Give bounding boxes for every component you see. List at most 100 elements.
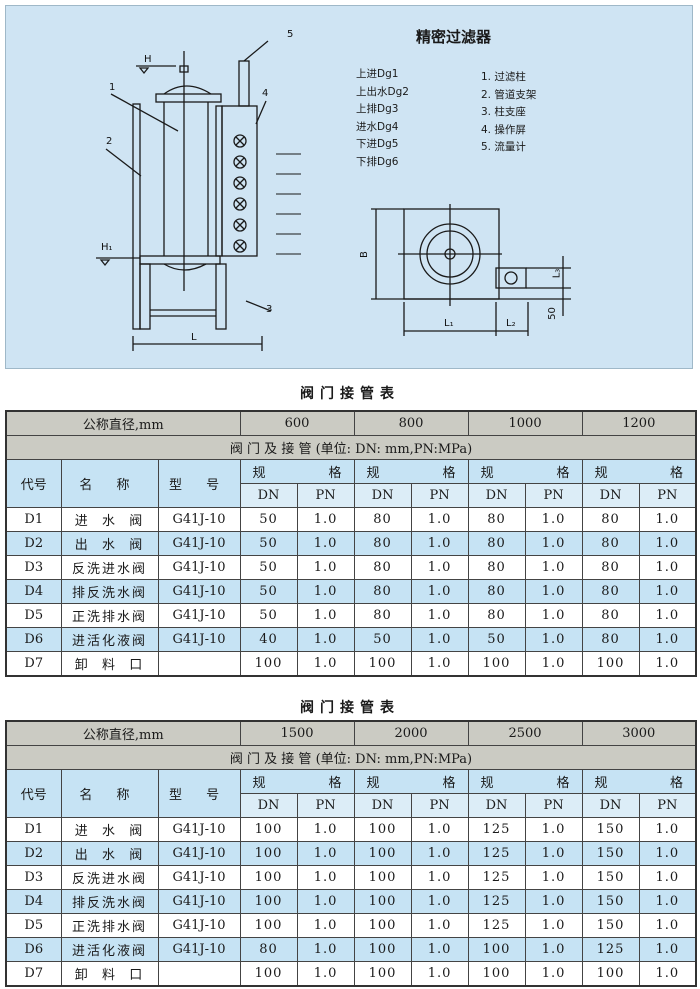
row-name: 进活化液阀 [60, 627, 159, 652]
dn-value: 125 [467, 817, 526, 842]
dn-value: 80 [467, 603, 526, 628]
pn-value: 1.0 [638, 651, 697, 677]
row-model: G41J-10 [157, 555, 241, 580]
diameter-value: 1000 [467, 410, 583, 436]
row-code: D1 [5, 507, 62, 532]
pn-value: 1.0 [524, 507, 583, 532]
dn-header: DN [581, 483, 640, 508]
pn-value: 1.0 [524, 865, 583, 890]
row-code: D2 [5, 531, 62, 556]
filter-drawing [96, 40, 571, 351]
dn-header: DN [353, 793, 412, 818]
pn-value: 1.0 [296, 913, 355, 938]
port-item: 上排Dg3 [356, 103, 399, 115]
dn-value: 80 [353, 507, 412, 532]
section-label: 阀 门 及 接 管 (单位: DN: mm,PN:MPa) [5, 745, 697, 770]
col-model: 型 号 [157, 459, 241, 508]
spec-header: 规格 [353, 769, 469, 794]
dn-value: 100 [353, 817, 412, 842]
row-code: D4 [5, 889, 62, 914]
col-code: 代号 [5, 459, 62, 508]
pn-header: PN [524, 483, 583, 508]
diameter-value: 3000 [581, 720, 697, 746]
row-name: 出 水 阀 [60, 531, 159, 556]
label-2: 2 [106, 136, 113, 147]
section-row: 阀 门 及 接 管 (单位: DN: mm,PN:MPa) [5, 435, 697, 460]
pn-value: 1.0 [638, 555, 697, 580]
pn-value: 1.0 [410, 555, 469, 580]
pn-header: PN [638, 793, 697, 818]
parts-legend: 1. 过滤柱 2. 管道支架 3. 柱支座 4. 操作屏 5. 流量计 [481, 69, 536, 157]
pn-header: PN [524, 793, 583, 818]
dn-header: DN [467, 483, 526, 508]
pn-value: 1.0 [524, 889, 583, 914]
pn-value: 1.0 [524, 651, 583, 677]
dn-value: 80 [467, 531, 526, 556]
label-l: L [191, 332, 197, 343]
row-name: 进 水 阀 [60, 817, 159, 842]
diameter-value: 2000 [353, 720, 469, 746]
dn-value: 150 [581, 913, 640, 938]
table-title: 阀门接管表 [300, 700, 400, 716]
dn-value: 50 [239, 579, 298, 604]
spec-b: 格 [556, 466, 570, 481]
dn-header: DN [467, 793, 526, 818]
row-code: D6 [5, 627, 62, 652]
dn-value: 80 [353, 555, 412, 580]
spec-b: 格 [442, 466, 456, 481]
legend-item: 5. 流量计 [481, 141, 526, 153]
spec-b: 格 [670, 466, 684, 481]
pn-value: 1.0 [524, 579, 583, 604]
dn-value: 80 [353, 531, 412, 556]
filter-diagram: 精密过滤器 上进Dg1 上出水Dg2 上排Dg3 进水Dg4 下进Dg5 下排D… [5, 5, 693, 369]
dn-value: 100 [239, 841, 298, 866]
pn-value: 1.0 [410, 865, 469, 890]
row-code: D6 [5, 937, 62, 962]
valve-icon [233, 134, 247, 148]
pn-value: 1.0 [410, 507, 469, 532]
pn-value: 1.0 [638, 627, 697, 652]
port-list: 上进Dg1 上出水Dg2 上排Dg3 进水Dg4 下进Dg5 下排Dg6 [356, 66, 409, 171]
pn-value: 1.0 [296, 579, 355, 604]
pn-value: 1.0 [296, 651, 355, 677]
pn-value: 1.0 [524, 841, 583, 866]
pn-value: 1.0 [524, 555, 583, 580]
valve-icon [233, 176, 247, 190]
row-name: 卸 料 口 [60, 961, 159, 987]
row-model: G41J-10 [157, 865, 241, 890]
label-50: 50 [546, 307, 558, 320]
pn-value: 1.0 [638, 865, 697, 890]
pn-value: 1.0 [524, 603, 583, 628]
pn-value: 1.0 [410, 603, 469, 628]
pn-value: 1.0 [524, 627, 583, 652]
row-model: G41J-10 [157, 889, 241, 914]
pn-value: 1.0 [410, 651, 469, 677]
pn-value: 1.0 [638, 817, 697, 842]
pn-header: PN [410, 793, 469, 818]
pn-value: 1.0 [410, 961, 469, 987]
pn-value: 1.0 [296, 841, 355, 866]
spec-b: 格 [442, 776, 456, 791]
pn-value: 1.0 [296, 627, 355, 652]
pn-value: 1.0 [410, 937, 469, 962]
dn-value: 100 [467, 937, 526, 962]
pn-header: PN [638, 483, 697, 508]
dn-value: 80 [581, 555, 640, 580]
legend-item: 1. 过滤柱 [481, 71, 526, 83]
label-1: 1 [109, 82, 116, 93]
row-model: G41J-10 [157, 531, 241, 556]
spec-header: 规格 [239, 769, 355, 794]
spec-header: 规格 [581, 459, 697, 484]
row-model: G41J-10 [157, 603, 241, 628]
row-model [157, 651, 241, 677]
spec-a: 规 [252, 776, 266, 791]
row-model: G41J-10 [157, 579, 241, 604]
pn-value: 1.0 [410, 841, 469, 866]
dn-value: 80 [239, 937, 298, 962]
row-name: 排反洗水阀 [60, 889, 159, 914]
spec-b: 格 [556, 776, 570, 791]
